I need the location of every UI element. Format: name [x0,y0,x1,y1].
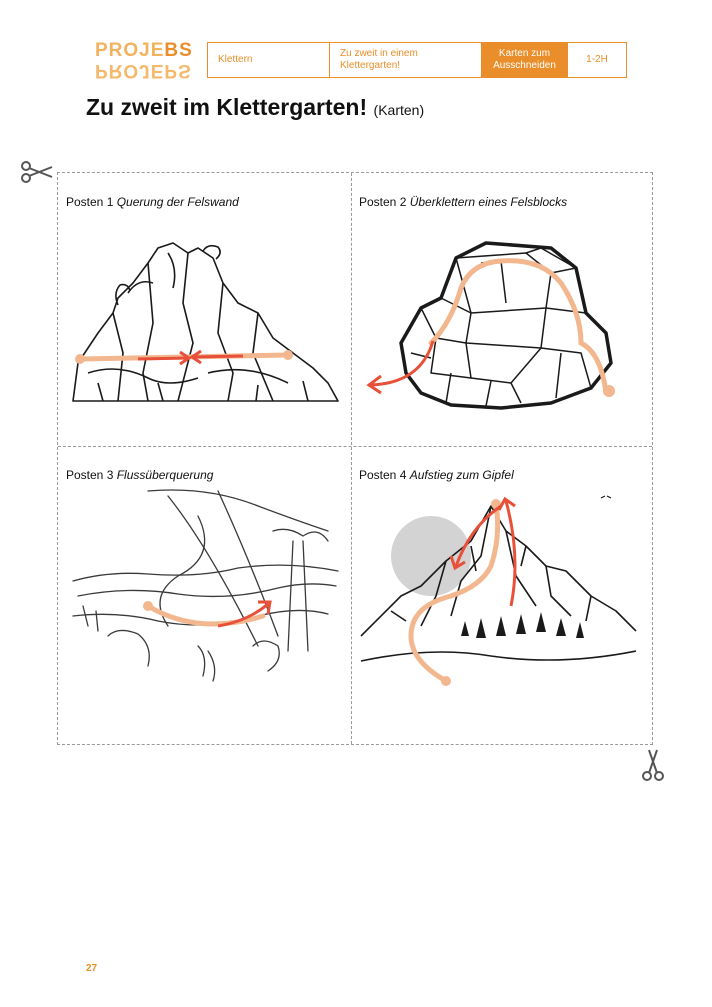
logo-text-top: PROJEBS [95,40,193,61]
card-label: Posten 2 Überklettern eines Felsblocks [359,195,568,209]
card-label: Posten 1 Querung der Felswand [66,195,239,209]
card-posten-3: Posten 3 Flussüberquerung [58,446,351,719]
card-posten-4: Posten 4 Aufstieg zum Gipfel [351,446,644,719]
header-type: Karten zum Ausschneiden [482,43,568,77]
projebs-logo: PROJEBS PROJEPS [95,40,195,86]
page-title: Zu zweit im Klettergarten! (Karten) [86,94,424,121]
card-label: Posten 3 Flussüberquerung [66,468,214,482]
header-table: Klettern Zu zweit in einem Klettergarten… [207,42,627,78]
rock-wall-illustration [72,242,339,402]
page-number: 27 [86,963,98,974]
cut-line-vertical [351,173,352,744]
card-posten-2: Posten 2 Überklettern eines Felsblocks [351,173,644,446]
header-subject: Klettern [208,43,330,77]
river-crossing-illustration [72,489,339,682]
page-title-main: Zu zweit im Klettergarten! [86,94,368,120]
mountain-summit-illustration [360,495,637,686]
scissors-icon [21,161,53,183]
card-label: Posten 4 Aufstieg zum Gipfel [359,468,514,482]
logo-text-bottom: PROJEPS [95,60,192,81]
boulder-illustration [366,241,615,410]
scissors-icon [642,749,664,781]
card-posten-1: Posten 1 Querung der Felswand [58,173,351,446]
header-unit: Zu zweit in einem Klettergarten! [330,43,482,77]
page-title-sub: (Karten) [373,102,425,118]
cut-out-cards: Posten 1 Querung der Felswand [57,172,653,745]
cut-line-horizontal [58,446,652,447]
header-level: 1-2H [586,54,608,65]
